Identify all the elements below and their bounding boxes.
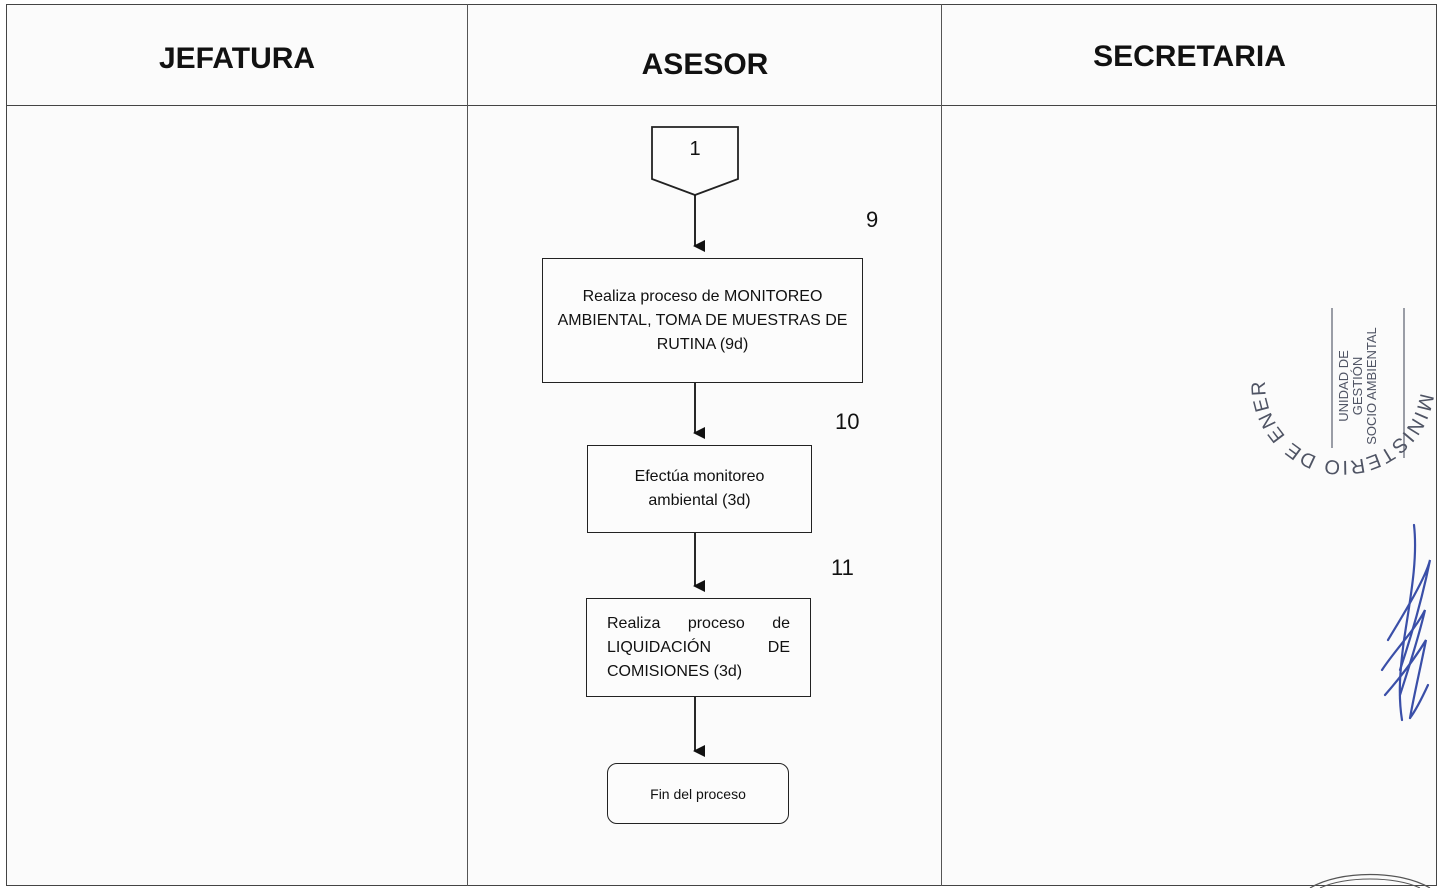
handwritten-signature [1380,523,1432,722]
lane-title-asesor: ASESOR [641,48,769,81]
end-terminator-label: Fin del proceso [650,785,746,802]
off-page-connector-label: 1 [689,138,701,160]
process-box-step-9: Realiza proceso de MONITOREO AMBIENTAL, … [542,258,863,383]
lane-header-secretaria: SECRETARIA [942,4,1437,106]
ministry-seal-stamp: MINISTERIO DE ENERGÍA Y MINAS UNIDAD DE … [1248,268,1436,478]
off-page-connector-shape [651,126,739,196]
svg-text:SOCIO AMBIENTAL: SOCIO AMBIENTAL [1364,327,1379,445]
process-box-step-10: Efectúa monitoreo ambiental (3d) [587,445,812,533]
end-terminator: Fin del proceso [607,763,789,824]
lane-header-jefatura: JEFATURA [6,4,468,106]
lane-divider-1 [467,4,468,886]
process-text-step-11: Realiza proceso de LIQUIDACIÓN DE COMISI… [607,614,790,680]
lane-title-jefatura: JEFATURA [158,42,316,75]
stamp-fragment-bottom [1309,873,1431,888]
process-text-step-9: Realiza proceso de MONITOREO AMBIENTAL, … [557,287,848,353]
step-number-10: 10 [835,409,860,434]
svg-text:GESTIÓN: GESTIÓN [1350,357,1365,416]
process-text-step-10: Efectúa monitoreo ambiental (3d) [634,468,765,509]
step-number-9: 9 [866,207,879,232]
process-box-step-11: Realiza proceso de LIQUIDACIÓN DE COMISI… [586,598,811,697]
step-number-11: 11 [831,555,854,580]
lane-divider-2 [941,4,942,886]
lane-title-secretaria: SECRETARIA [1093,40,1286,73]
svg-text:UNIDAD DE: UNIDAD DE [1336,350,1351,422]
lane-header-asesor: ASESOR [468,4,942,106]
